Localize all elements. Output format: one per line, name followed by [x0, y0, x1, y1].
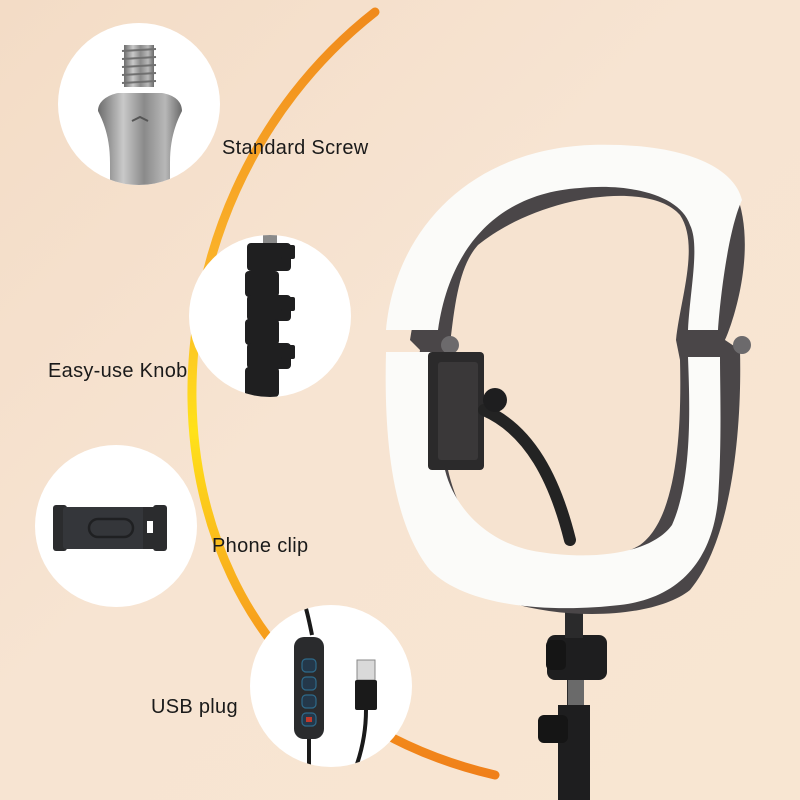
feature-label-phone-clip: Phone clip: [212, 535, 309, 557]
phone-clip-bubble: [35, 445, 197, 607]
usb-plug-icon: [294, 605, 377, 767]
feature-label-standard-screw: Standard Screw: [222, 137, 369, 159]
feature-label-easy-use-knob: Easy-use Knob: [48, 360, 188, 382]
feature-label-usb-plug: USB plug: [151, 696, 238, 718]
easy-use-knob-bubble: [189, 235, 351, 397]
phone-clip-icon: [53, 505, 167, 551]
usb-plug-bubble: [250, 605, 412, 767]
knob-icon: [245, 235, 295, 397]
screw-icon: [98, 45, 182, 185]
standard-screw-bubble: [58, 23, 220, 185]
